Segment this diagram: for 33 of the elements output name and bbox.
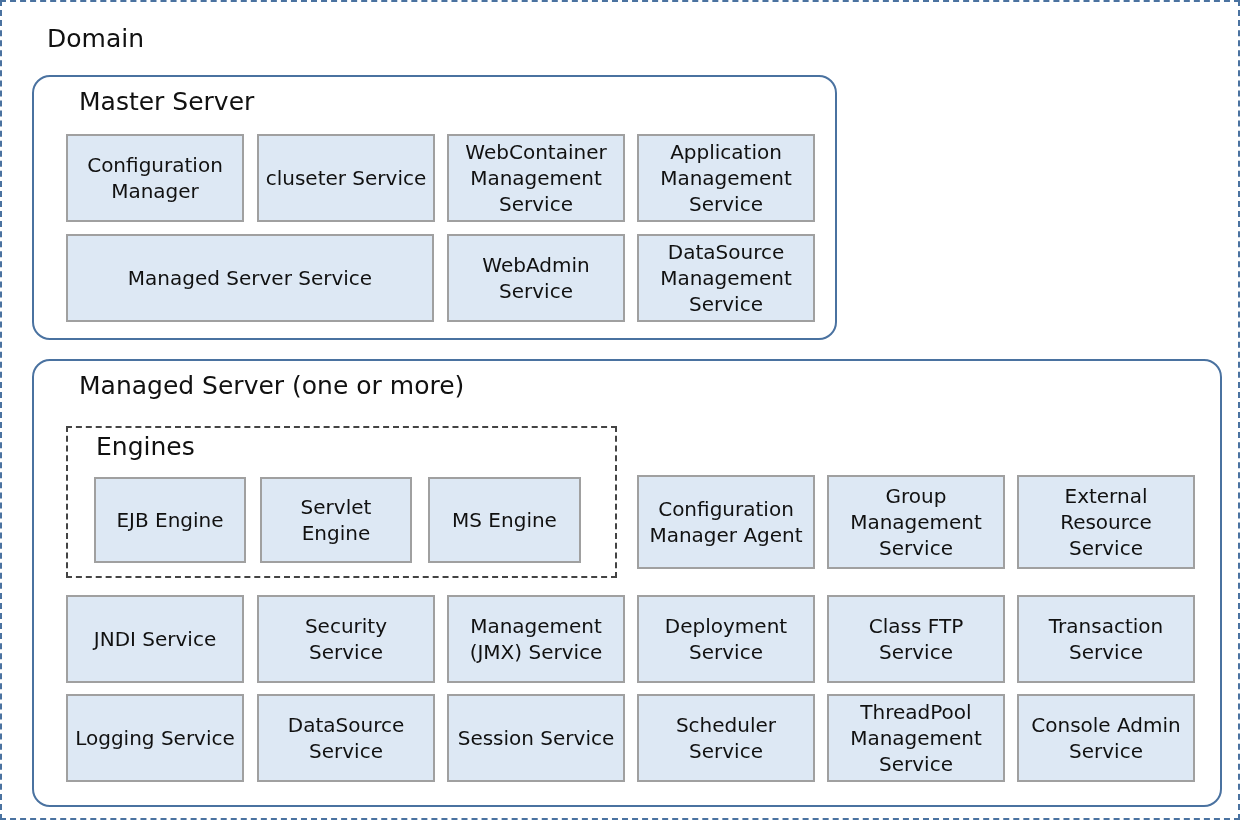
service-box: JNDI Service xyxy=(66,595,244,683)
service-box: Deployment Service xyxy=(637,595,815,683)
service-box: Managed Server Service xyxy=(66,234,434,322)
service-box: ThreadPool Management Service xyxy=(827,694,1005,782)
service-box: Group Management Service xyxy=(827,475,1005,569)
service-box: Session Service xyxy=(447,694,625,782)
service-box: WebContainer Management Service xyxy=(447,134,625,222)
service-box: Application Management Service xyxy=(637,134,815,222)
service-box: Transaction Service xyxy=(1017,595,1195,683)
service-box: cluseter Service xyxy=(257,134,435,222)
service-box: WebAdmin Service xyxy=(447,234,625,322)
service-box: Servlet Engine xyxy=(260,477,412,563)
service-box: Console Admin Service xyxy=(1017,694,1195,782)
service-box: DataSource Management Service xyxy=(637,234,815,322)
group-title: Engines xyxy=(96,432,195,461)
group-title: Managed Server (one or more) xyxy=(79,371,465,400)
service-box: Scheduler Service xyxy=(637,694,815,782)
service-box: Configuration Manager Agent xyxy=(637,475,815,569)
service-box: DataSource Service xyxy=(257,694,435,782)
service-box: Management (JMX) Service xyxy=(447,595,625,683)
service-box: Security Service xyxy=(257,595,435,683)
domain-region xyxy=(0,0,1240,820)
engine-group xyxy=(66,426,617,578)
service-box: Logging Service xyxy=(66,694,244,782)
service-box: External Resource Service xyxy=(1017,475,1195,569)
server-panel xyxy=(32,359,1222,807)
group-title: Domain xyxy=(47,24,144,53)
service-box: EJB Engine xyxy=(94,477,246,563)
service-box: MS Engine xyxy=(428,477,581,563)
service-box: Class FTP Service xyxy=(827,595,1005,683)
server-panel xyxy=(32,75,837,340)
group-title: Master Server xyxy=(79,87,255,116)
service-box: Configuration Manager xyxy=(66,134,244,222)
